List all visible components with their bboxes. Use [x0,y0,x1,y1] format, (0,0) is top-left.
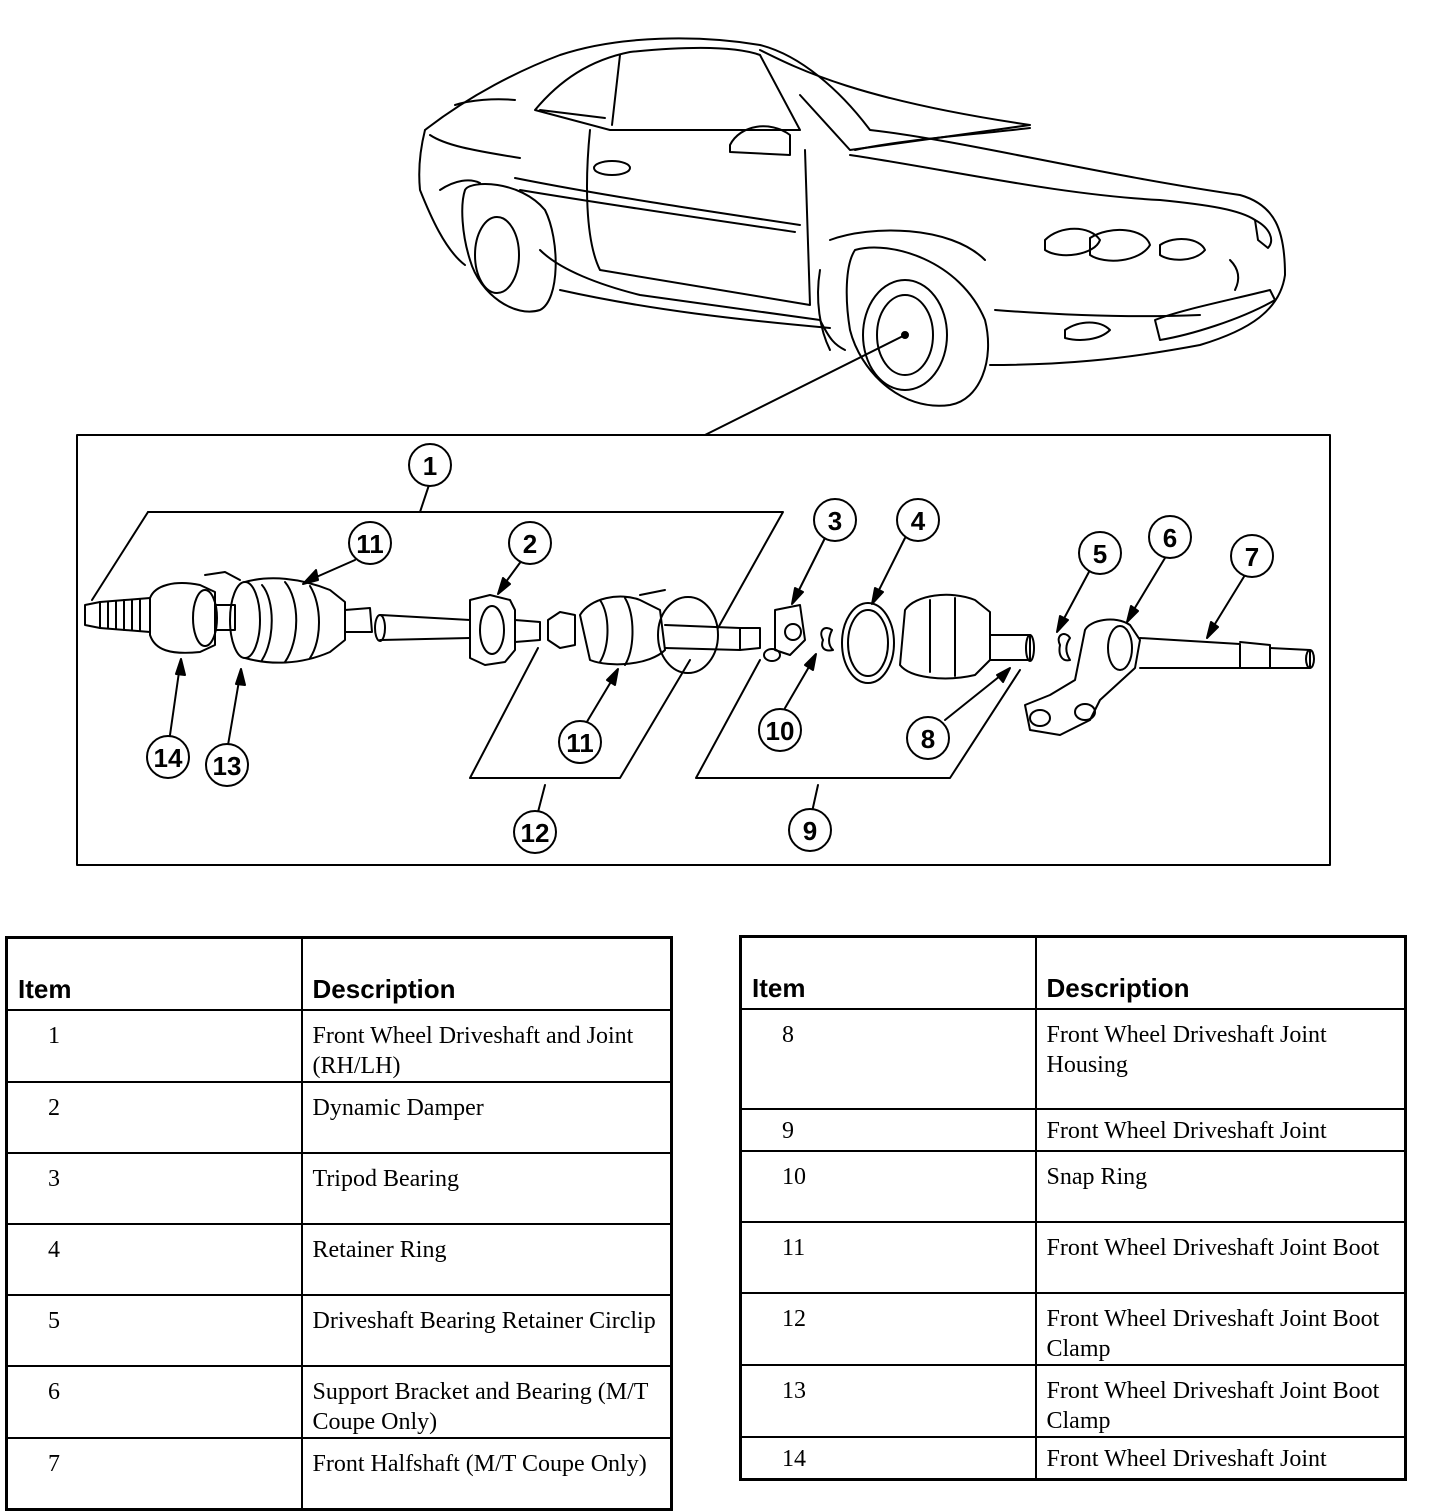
callout-4: 4 [911,506,926,536]
callout-11-outer: 11 [356,529,384,559]
item-description: Front Wheel Driveshaft and Joint (RH/LH) [300,1009,673,1083]
dynamic-damper [469,594,541,666]
car-illustration [418,37,1286,436]
callout-3: 3 [828,506,842,536]
callout-2: 2 [523,529,537,559]
item-number: 11 [739,1221,1037,1294]
retainer-ring [841,602,895,684]
callout-13: 13 [213,751,242,781]
item-number: 13 [739,1364,1037,1438]
description-column-header: Description [300,936,673,1011]
callout-10: 10 [766,716,795,746]
driveshaft-exploded-diagram: 1 2 3 4 5 6 7 8 9 10 11 11 12 13 14 [76,37,1331,866]
callout-8: 8 [921,724,935,754]
item-description: Dynamic Damper [300,1081,673,1154]
item-number: 7 [5,1437,303,1510]
item-number: 2 [5,1081,303,1154]
item-description: Front Wheel Driveshaft Joint Boot Clamp [1034,1292,1407,1366]
table-header-row: Item Description [5,936,673,1011]
joint-housing [899,593,1035,680]
item-description: Front Halfshaft (M/T Coupe Only) [300,1437,673,1510]
table-row: 13 Front Wheel Driveshaft Joint Boot Cla… [739,1364,1407,1438]
item-description: Front Wheel Driveshaft Joint Boot [1034,1221,1407,1294]
support-bracket-halfshaft [1024,618,1315,736]
table-row: 3 Tripod Bearing [5,1152,673,1225]
outer-joint-assembly [84,571,373,664]
item-description: Support Bracket and Bearing (M/T Coupe O… [300,1365,673,1439]
item-number: 6 [5,1365,303,1439]
callout-7: 7 [1245,542,1259,572]
table-row: 10 Snap Ring [739,1150,1407,1223]
item-description: Retainer Ring [300,1223,673,1296]
description-column-header: Description [1034,935,1407,1010]
callout-1: 1 [423,451,437,481]
table-row: 1 Front Wheel Driveshaft and Joint (RH/L… [5,1009,673,1083]
item-description: Front Wheel Driveshaft Joint Boot Clamp [1034,1364,1407,1438]
callout-9: 9 [803,816,817,846]
parts-table-left: Item Description 1 Front Wheel Driveshaf… [5,936,673,1511]
item-description: Driveshaft Bearing Retainer Circlip [300,1294,673,1367]
shaft-line [379,614,471,641]
item-number: 4 [5,1223,303,1296]
item-number: 12 [739,1292,1037,1366]
item-number: 9 [739,1108,1037,1152]
inner-boot-assembly [547,589,761,674]
snap-ring-shape [820,627,834,652]
table-row: 8 Front Wheel Driveshaft Joint Housing [739,1008,1407,1110]
table-row: 6 Support Bracket and Bearing (M/T Coupe… [5,1365,673,1439]
item-number: 3 [5,1152,303,1225]
item-number: 14 [739,1436,1037,1480]
item-column-header: Item [739,935,1037,1010]
callout-14: 14 [154,743,183,773]
circlip-shape [1057,633,1071,662]
table-row: 7 Front Halfshaft (M/T Coupe Only) [5,1437,673,1510]
item-number: 1 [5,1009,303,1083]
item-number: 5 [5,1294,303,1367]
item-description: Front Wheel Driveshaft Joint [1034,1436,1407,1480]
parts-table-right: Item Description 8 Front Wheel Driveshaf… [739,935,1407,1481]
table-row: 4 Retainer Ring [5,1223,673,1296]
table-row: 9 Front Wheel Driveshaft Joint [739,1108,1407,1152]
callout-6: 6 [1163,523,1177,553]
table-row: 14 Front Wheel Driveshaft Joint [739,1436,1407,1480]
callout-12: 12 [521,818,550,848]
callout-11-inner: 11 [566,728,594,758]
table-header-row: Item Description [739,935,1407,1010]
item-number: 8 [739,1008,1037,1110]
table-row: 2 Dynamic Damper [5,1081,673,1154]
tripod-bearing [763,604,834,662]
item-description: Front Wheel Driveshaft Joint Housing [1034,1008,1407,1110]
item-number: 10 [739,1150,1037,1223]
table-row: 5 Driveshaft Bearing Retainer Circlip [5,1294,673,1367]
item-description: Snap Ring [1034,1150,1407,1223]
item-description: Tripod Bearing [300,1152,673,1225]
item-column-header: Item [5,936,303,1011]
callout-5: 5 [1093,539,1107,569]
table-row: 11 Front Wheel Driveshaft Joint Boot [739,1221,1407,1294]
table-row: 12 Front Wheel Driveshaft Joint Boot Cla… [739,1292,1407,1366]
item-description: Front Wheel Driveshaft Joint [1034,1108,1407,1152]
diagram-frame [76,434,1331,866]
